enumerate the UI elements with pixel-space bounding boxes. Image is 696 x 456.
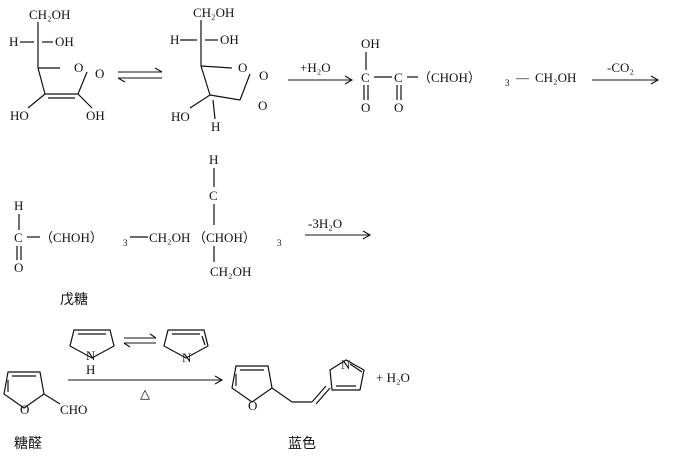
pyrrole-tautomer-structure: N	[163, 329, 209, 365]
mol2-h-label: H	[170, 32, 179, 47]
product-furan-ring	[231, 365, 273, 403]
furfural-structure: O CHO 糖醛	[3, 371, 87, 452]
mol3-tail-label: CH₂OH	[535, 70, 576, 85]
condensation-arrow: △	[68, 375, 224, 401]
mol1-ring-bond-right	[77, 71, 88, 95]
mol2-ring-bond-left	[200, 65, 211, 96]
equilibrium-reverse-head	[117, 77, 126, 83]
product-exocyclic-double-b	[315, 387, 331, 405]
mol3-c2-label: C	[394, 70, 403, 85]
aldehyde-chain-structure: H C O （CHOH） 3 CH₂OH	[14, 198, 190, 275]
product-n-label: N	[341, 357, 351, 372]
dehydration-arrow-head	[362, 230, 372, 240]
mol5-c-label: C	[209, 188, 218, 203]
dehydroascorbic-acid-structure: CH₂OH H OH O O O HO H	[170, 5, 268, 134]
mol4-tail-label: CH₂OH	[149, 230, 190, 245]
mol2-ring-bond-right	[239, 73, 251, 101]
decarboxylation-arrow-label: -CO₂	[607, 60, 634, 75]
product-water-label: + H₂O	[376, 370, 410, 385]
mol5-chain-subscript: 3	[277, 238, 282, 248]
mol1-oh-label: OH	[55, 34, 74, 49]
furfural-cho-bond	[43, 393, 61, 405]
mol1-ho-bond	[27, 93, 46, 109]
furfural-ring	[3, 371, 45, 409]
mol2-h-bottom-bond	[212, 99, 216, 120]
hydration-arrow: +H₂O	[288, 60, 354, 85]
pyrrole-h-label: H	[86, 362, 95, 377]
mol1-h-label: H	[9, 34, 18, 49]
mol4-chain-subscript: 3	[123, 238, 128, 248]
product-exocyclic-double-a	[311, 385, 327, 403]
tautomer-equilibrium-arrows	[123, 333, 157, 348]
mol4-chain-label: （CHOH）	[40, 230, 103, 245]
mol1-carbonyl-o-label: O	[95, 66, 104, 81]
mol5-bottom-label: CH₂OH	[210, 264, 251, 279]
mol1-ho-label: HO	[10, 108, 29, 123]
mol4-h-label: H	[14, 198, 23, 213]
mol1-oh-right-label: OH	[86, 108, 105, 123]
mol1-ring-bond-left	[37, 67, 46, 95]
decarboxylation-arrow: -CO₂	[592, 60, 660, 85]
pyrrole-n-label: N	[86, 348, 96, 363]
mol2-oh-label: OH	[220, 32, 239, 47]
pyrrole-tautomer-cn-double-bond	[201, 335, 206, 346]
condensation-arrow-head	[214, 375, 224, 385]
mol2-ketone-o-label: O	[258, 98, 267, 113]
ascorbic-acid-structure: CH₂OH H OH O O HO OH	[9, 7, 105, 123]
mol2-ring-bond-top	[200, 65, 233, 69]
pyrrole-tautomer-ring	[163, 329, 209, 359]
mol2-ho-bond	[189, 94, 211, 109]
pentose-label: 戊糖	[60, 292, 88, 308]
mol3-o2-label: O	[394, 100, 403, 115]
open-chain-acid-structure: OH C C O O （CHOH） 3 — CH₂OH	[361, 36, 576, 115]
mol5-chain-label: （CHOH）	[193, 230, 256, 245]
mol3-c1-label: C	[361, 70, 370, 85]
mol1-ring-o-label: O	[74, 60, 83, 75]
mol2-h-bottom-label: H	[211, 119, 220, 134]
equilibrium-arrows-1	[117, 67, 163, 83]
pyrrole-ring	[69, 329, 115, 359]
decarboxylation-arrow-head	[650, 75, 660, 85]
dehydration-arrow: -3H₂O	[305, 216, 372, 240]
mol4-c-label: C	[14, 230, 23, 245]
furfural-cho-label: CHO	[60, 402, 87, 417]
blue-product-label: 蓝色	[288, 435, 316, 452]
heat-symbol: △	[140, 386, 150, 401]
mol4-o-label: O	[14, 260, 23, 275]
mol5-h-label: H	[209, 152, 218, 167]
mol3-oh-label: OH	[361, 36, 380, 51]
hydration-arrow-label: +H₂O	[300, 60, 331, 75]
tautomer-forward-head	[149, 333, 157, 339]
tautomer-reverse-head	[123, 342, 131, 348]
pyrrole-tautomer-n-label: N	[182, 350, 192, 365]
dehydration-arrow-label: -3H₂O	[308, 216, 342, 231]
mol2-ho-label: HO	[171, 109, 190, 124]
blue-product-structure: O N + H₂O 蓝色	[231, 357, 410, 452]
mol3-chain-label: （CHOH）	[418, 70, 481, 85]
product-furan-o-label: O	[248, 398, 257, 413]
product-pyrrole-ring	[329, 359, 365, 391]
product-pyrrole-double-bond	[349, 363, 363, 373]
equilibrium-forward-head	[154, 67, 163, 73]
hydration-arrow-head	[344, 75, 354, 85]
mol3-o1-label: O	[361, 100, 370, 115]
furfural-label: 糖醛	[14, 436, 42, 452]
branched-chain-structure: H C （CHOH） 3 CH₂OH	[193, 152, 282, 279]
furfural-o-label: O	[20, 402, 29, 417]
mol1-oh-right-bond	[77, 93, 93, 109]
mol2-carbonyl-o-label: O	[259, 68, 268, 83]
mol3-chain-subscript: 3	[505, 78, 510, 88]
product-bridge-bond	[271, 387, 293, 403]
mol1-ch2oh-label: CH₂OH	[29, 7, 70, 22]
mol2-ch2oh-label: CH₂OH	[193, 5, 234, 20]
pyrrole-structure: N H	[69, 329, 115, 377]
mol2-ring-o-label: O	[238, 60, 247, 75]
mol2-ring-bond-bottom	[209, 94, 241, 101]
mol3-dash: —	[515, 70, 530, 85]
